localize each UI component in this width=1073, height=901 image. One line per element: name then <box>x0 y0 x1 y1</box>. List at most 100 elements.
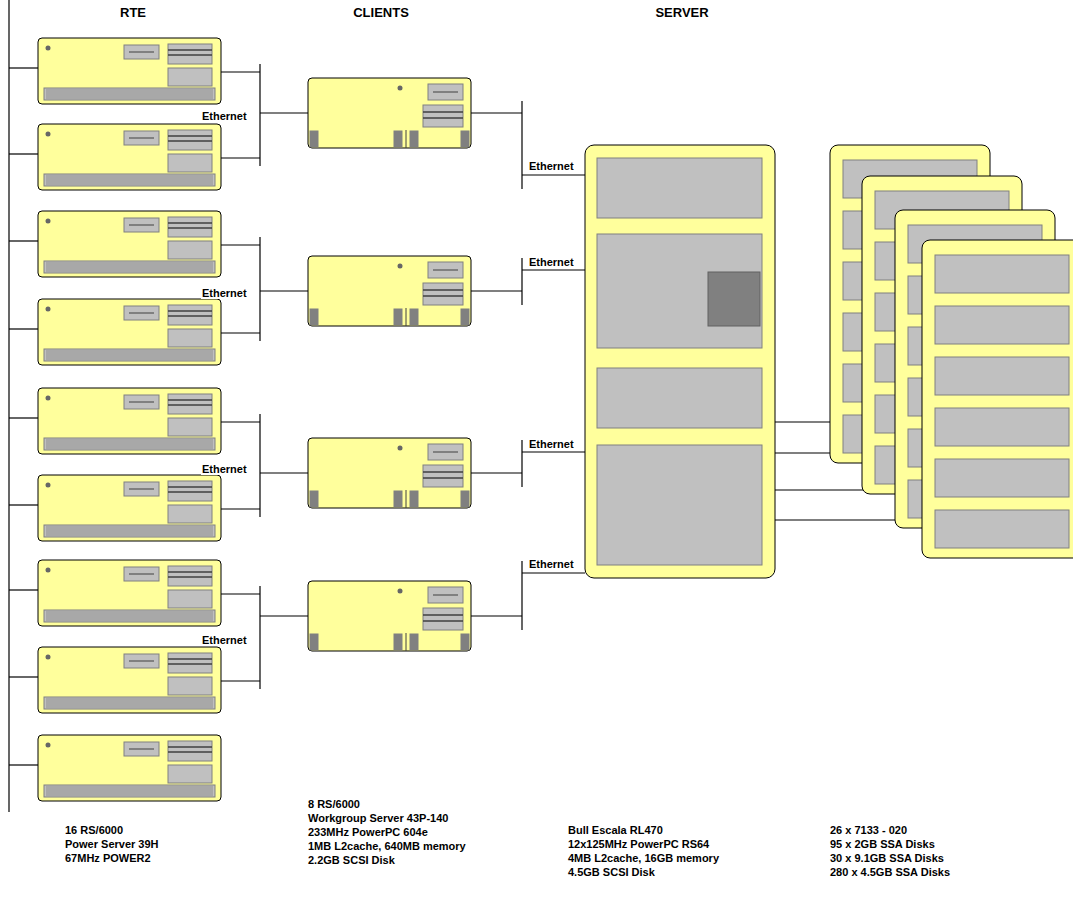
drive-slot <box>423 620 463 622</box>
vent-grille <box>44 525 215 537</box>
ethernet-wire <box>9 153 38 154</box>
drive-slot <box>423 117 463 119</box>
vent-stripe <box>46 446 213 447</box>
power-led <box>46 219 51 224</box>
label-slot: Ethernet <box>528 252 575 270</box>
vent-stripe <box>46 703 213 704</box>
power-led <box>46 568 51 573</box>
rte-machine <box>38 38 221 104</box>
drive-slot <box>433 595 458 596</box>
spec-line: 67MHz POWER2 <box>65 852 151 864</box>
drive-slot <box>129 749 154 750</box>
ethernet-wire <box>9 676 38 677</box>
drive-bay <box>168 741 212 761</box>
rte-machine <box>38 299 221 365</box>
drive-bay <box>168 305 212 325</box>
case-foot <box>394 491 402 507</box>
drive-slot <box>168 658 212 660</box>
vent-stripe <box>46 529 213 530</box>
vent-stripe <box>46 618 213 619</box>
ethernet-wire <box>471 112 522 113</box>
case-foot <box>410 309 418 325</box>
ethernet-wire <box>221 593 260 594</box>
drive-slot <box>168 746 212 748</box>
vent-stripe <box>46 787 213 788</box>
vent-grille <box>44 697 215 709</box>
drive-bay <box>168 505 212 523</box>
case-seam <box>406 130 407 148</box>
rte-machine <box>38 475 221 541</box>
drive-bay <box>124 395 159 409</box>
drive-bay <box>168 481 212 501</box>
ethernet-bus <box>259 586 260 689</box>
label-slot: SERVER <box>655 3 708 21</box>
drive-slot <box>168 140 212 142</box>
vent-stripe <box>46 793 213 794</box>
spec-line: 233MHz PowerPC 604e <box>308 826 428 838</box>
case-foot <box>461 309 469 325</box>
vent-stripe <box>46 701 213 702</box>
rte-machine <box>38 735 221 801</box>
rte-machine <box>38 560 221 626</box>
vent-stripe <box>46 98 213 99</box>
drive-bay <box>423 608 463 630</box>
machine-case <box>308 438 471 508</box>
server-case <box>585 145 775 578</box>
ethernet-wire <box>221 421 260 422</box>
drive-bay <box>423 283 463 305</box>
drive-bay <box>168 418 212 436</box>
label-slot: 16 RS/6000 <box>65 820 123 838</box>
drive-bay <box>428 84 463 100</box>
case-foot <box>410 634 418 650</box>
vent-grille <box>44 174 215 186</box>
case-foot <box>410 491 418 507</box>
power-led <box>46 307 51 312</box>
vent-stripe <box>46 440 213 441</box>
ethernet-wire <box>9 240 38 241</box>
label-slot: Ethernet <box>528 434 575 452</box>
label-slot: Ethernet <box>528 156 575 174</box>
drive-bay <box>168 130 212 150</box>
drive-slot <box>168 486 212 488</box>
drive-slot <box>168 310 212 312</box>
ethernet-wire <box>522 451 585 452</box>
spec-line: 12x125MHz PowerPC RS64 <box>568 838 709 850</box>
rte-machine <box>38 124 221 190</box>
machine-case <box>38 124 221 190</box>
ethernet-wire <box>221 332 260 333</box>
server-panel <box>597 158 762 218</box>
drive-bay <box>168 68 212 86</box>
power-led <box>398 589 403 594</box>
ethernet-wire <box>9 67 38 68</box>
label-slot: 233MHz PowerPC 604e <box>308 822 428 840</box>
drive-bay <box>124 218 159 232</box>
disk-drawer <box>935 357 1069 395</box>
vent-stripe <box>46 442 213 443</box>
drive-bay <box>428 262 463 278</box>
label-slot: 8 RS/6000 <box>308 794 360 812</box>
machine-case <box>38 388 221 454</box>
vent-grille <box>44 349 215 361</box>
power-led <box>46 132 51 137</box>
server-module <box>708 272 760 326</box>
ethernet-bus <box>259 414 260 517</box>
network-label: Ethernet <box>528 558 575 570</box>
ethernet-wire <box>522 174 585 175</box>
drive-bay <box>124 654 159 668</box>
drive-slot <box>129 52 154 53</box>
label-slot: Ethernet <box>201 459 248 477</box>
machine-case <box>308 581 471 651</box>
case-foot <box>394 634 402 650</box>
vent-stripe <box>46 357 213 358</box>
label-slot: CLIENTS <box>353 3 409 21</box>
drive-slot <box>433 452 458 453</box>
power-led <box>46 743 51 748</box>
column-heading: RTE <box>120 5 146 20</box>
ethernet-bus <box>521 258 522 305</box>
case-foot <box>461 634 469 650</box>
power-led <box>398 86 403 91</box>
ethernet-wire <box>221 244 260 245</box>
rte-machine <box>38 647 221 713</box>
drive-bay <box>423 465 463 487</box>
network-label: Ethernet <box>201 463 248 475</box>
